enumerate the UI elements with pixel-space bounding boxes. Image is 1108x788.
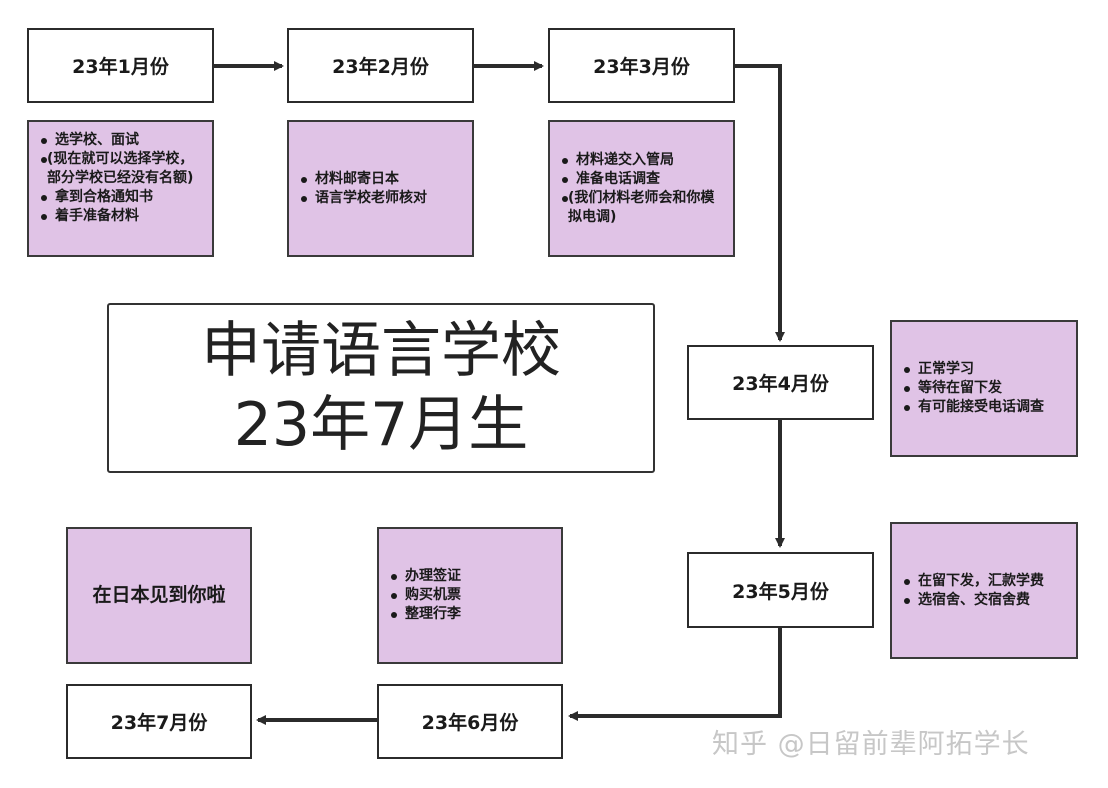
note-box-jul: 在日本见到你啦 — [66, 527, 252, 664]
note-item: 有可能接受电话调查 — [902, 398, 1044, 417]
month-box-feb: 23年2月份 — [287, 28, 474, 103]
title-box: 申请语言学校 23年7月生 — [107, 303, 655, 473]
note-item: 正常学习 — [902, 360, 1044, 379]
arrow-may-jun — [568, 628, 782, 721]
watermark: 知乎 @日留前辈阿拓学长 — [712, 729, 1030, 760]
title-line-2: 23年7月生 — [233, 390, 529, 460]
month-box-jun: 23年6月份 — [377, 684, 563, 759]
note-subtext: (我们材料老师会和你模拟电调) — [560, 189, 723, 227]
note-box-apr: 正常学习 等待在留下发 有可能接受电话调查 — [890, 320, 1078, 457]
note-item: 办理签证 — [389, 567, 461, 586]
month-box-apr: 23年4月份 — [687, 345, 874, 420]
note-item: 等待在留下发 — [902, 379, 1044, 398]
note-item: 在留下发，汇款学费 — [902, 572, 1044, 591]
title-line-1: 申请语言学校 — [201, 316, 561, 386]
note-item: 准备电话调查 — [560, 170, 723, 189]
note-item: 购买机票 — [389, 586, 461, 605]
note-box-jan: 选学校、面试 (现在就可以选择学校，部分学校已经没有名额) 拿到合格通知书 着手… — [27, 120, 214, 257]
note-box-feb: 材料邮寄日本 语言学校老师核对 — [287, 120, 474, 257]
note-item: 拿到合格通知书 — [39, 188, 202, 207]
note-box-mar: 材料递交入管局 准备电话调查 (我们材料老师会和你模拟电调) — [548, 120, 735, 257]
month-box-jul: 23年7月份 — [66, 684, 252, 759]
month-box-mar: 23年3月份 — [548, 28, 735, 103]
note-item: 选宿舍、交宿舍费 — [902, 591, 1044, 610]
month-box-may: 23年5月份 — [687, 552, 874, 628]
arrow-mar-apr — [735, 64, 785, 342]
note-item: 选学校、面试 — [39, 131, 202, 150]
note-box-jun: 办理签证 购买机票 整理行李 — [377, 527, 563, 664]
month-box-jan: 23年1月份 — [27, 28, 214, 103]
arrival-text: 在日本见到你啦 — [92, 584, 226, 606]
note-item: 材料邮寄日本 — [299, 170, 427, 189]
note-item: 语言学校老师核对 — [299, 189, 427, 208]
note-item: 材料递交入管局 — [560, 151, 723, 170]
note-box-may: 在留下发，汇款学费 选宿舍、交宿舍费 — [890, 522, 1078, 659]
note-subtext: (现在就可以选择学校，部分学校已经没有名额) — [39, 150, 202, 188]
note-item: 整理行李 — [389, 605, 461, 624]
note-item: 着手准备材料 — [39, 207, 202, 226]
